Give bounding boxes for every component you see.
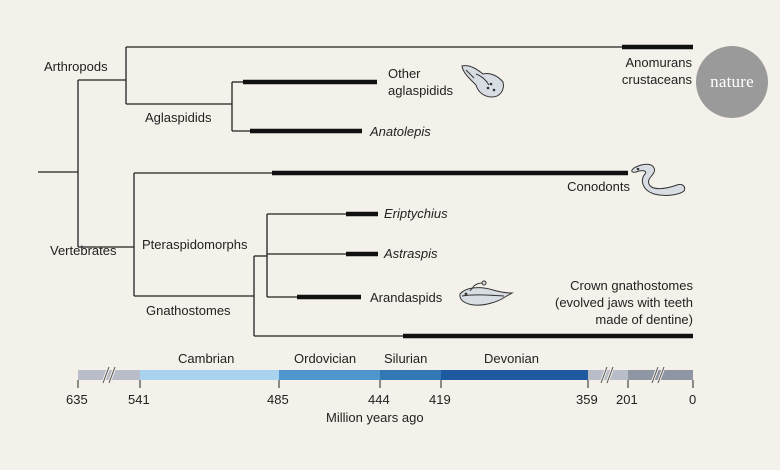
axis-break-2b-line bbox=[606, 366, 614, 384]
geologic-timescale bbox=[77, 366, 694, 388]
nature-logo: nature bbox=[696, 46, 768, 118]
period-label-ordovician: Ordovician bbox=[294, 351, 357, 366]
period-label-devonian: Devonian bbox=[484, 351, 539, 366]
label-anatolepis: Anatolepis bbox=[370, 124, 431, 139]
conodont-illustration bbox=[631, 163, 686, 196]
label-eriptychius: Eriptychius bbox=[384, 206, 448, 221]
period-label-silurian: Silurian bbox=[384, 351, 428, 366]
axis-break-2a-line bbox=[600, 366, 608, 384]
tick-label-541: 541 bbox=[128, 392, 150, 407]
period-label-cambrian: Cambrian bbox=[178, 351, 235, 366]
timescale-segment-ordovician bbox=[279, 370, 380, 380]
tick-label-419: 419 bbox=[429, 392, 451, 407]
label-gnathostomes: Gnathostomes bbox=[146, 303, 231, 318]
nature-logo-text: nature bbox=[710, 72, 754, 91]
timescale-title: Million years ago bbox=[326, 410, 424, 425]
arandaspid-illustration bbox=[459, 280, 514, 306]
aglaspidid-illustration bbox=[461, 65, 504, 98]
tick-label-0: 0 bbox=[689, 392, 697, 407]
axis-break-3b-line bbox=[657, 366, 665, 384]
label-other-aglaspidids-line1: Other bbox=[388, 66, 421, 81]
label-crown-gnathostomes-line1: Crown gnathostomes bbox=[570, 278, 693, 293]
label-other-aglaspidids-line2: aglaspidids bbox=[388, 83, 454, 98]
axis-break-3a-line bbox=[651, 366, 659, 384]
label-conodonts: Conodonts bbox=[567, 179, 630, 194]
tick-label-359: 359 bbox=[576, 392, 598, 407]
label-arthropods: Arthropods bbox=[44, 59, 108, 74]
label-anomurans-line2: crustaceans bbox=[621, 72, 692, 87]
timescale-segment-cambrian bbox=[140, 370, 279, 380]
label-anomurans-line1: Anomurans bbox=[625, 55, 692, 70]
tick-label-444: 444 bbox=[368, 392, 390, 407]
tick-label-485: 485 bbox=[267, 392, 289, 407]
label-crown-gnathostomes-line3: made of dentine) bbox=[595, 312, 693, 327]
label-aglaspidids: Aglaspidids bbox=[145, 110, 212, 125]
axis-break-1a-line bbox=[102, 366, 110, 384]
tick-label-201: 201 bbox=[616, 392, 638, 407]
label-arandaspids: Arandaspids bbox=[370, 290, 443, 305]
timescale-segment-pre-541 bbox=[78, 370, 140, 380]
label-crown-gnathostomes-line2: (evolved jaws with teeth bbox=[554, 295, 693, 310]
timescale-segment-devonian bbox=[441, 370, 588, 380]
label-astraspis: Astraspis bbox=[384, 246, 438, 261]
label-vertebrates: Vertebrates bbox=[50, 243, 117, 258]
axis-break-1b-line bbox=[108, 366, 116, 384]
tick-label-635: 635 bbox=[66, 392, 88, 407]
label-pteraspidomorphs: Pteraspidomorphs bbox=[142, 237, 248, 252]
timescale-segment-silurian bbox=[380, 370, 441, 380]
